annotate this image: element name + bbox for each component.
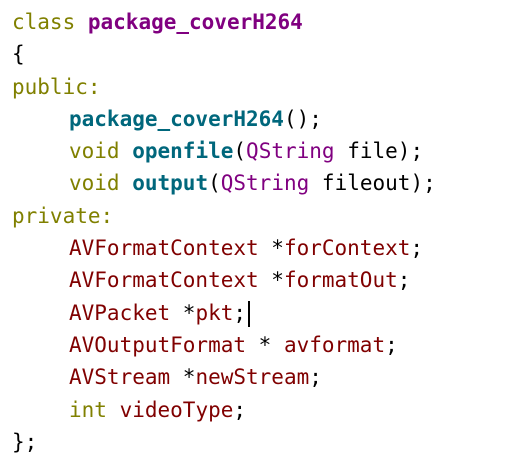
method-name-output: output xyxy=(132,171,209,196)
semicolon: ; xyxy=(233,397,247,422)
code-line-member-forContext: AVFormatContext *forContext; xyxy=(12,232,522,264)
member-name: formatOut xyxy=(283,268,398,293)
code-line-close-brace: }; xyxy=(12,426,522,458)
semicolon: ; xyxy=(385,332,398,357)
return-type: void xyxy=(69,139,120,164)
member-type: AVFormatContext xyxy=(69,236,259,261)
semicolon: ; xyxy=(233,300,247,325)
pointer-star: * xyxy=(258,236,284,261)
constructor-name: package_coverH264 xyxy=(69,106,284,131)
keyword-class: class xyxy=(12,10,76,34)
code-line-open-brace: { xyxy=(12,38,522,70)
code-line-openfile: void openfile(QString file); xyxy=(12,135,522,167)
pointer-star: * xyxy=(258,268,284,293)
code-line-private: private: xyxy=(12,200,522,232)
constructor-parens: (); xyxy=(283,106,322,131)
pointer-star: * xyxy=(170,365,196,390)
access-specifier-private: private: xyxy=(12,203,114,228)
pointer-star: * xyxy=(170,300,196,325)
member-type: AVStream xyxy=(69,365,171,390)
class-name: package_coverH264 xyxy=(87,10,303,34)
param-name: fileout xyxy=(321,171,411,196)
semicolon: ; xyxy=(309,365,322,390)
member-name: videoType xyxy=(119,397,234,422)
member-type: AVFormatContext xyxy=(69,268,259,293)
paren-open: ( xyxy=(233,139,247,164)
member-name: avformat xyxy=(283,332,386,357)
member-name: newStream xyxy=(195,365,310,390)
member-name: forContext xyxy=(283,236,411,261)
paren-close: ); xyxy=(397,139,424,164)
paren-open: ( xyxy=(208,171,221,196)
member-type: int xyxy=(69,397,107,422)
method-name-openfile: openfile xyxy=(132,139,234,164)
code-line-member-pkt: AVPacket *pkt; xyxy=(12,297,522,329)
code-line-public: public: xyxy=(12,71,522,103)
close-brace: }; xyxy=(12,429,38,454)
member-type: AVOutputFormat xyxy=(69,332,247,357)
param-type: QString xyxy=(220,171,310,196)
semicolon: ; xyxy=(410,236,424,261)
open-brace: { xyxy=(12,42,25,67)
code-line-constructor: package_coverH264(); xyxy=(12,103,522,135)
return-type: void xyxy=(69,171,120,196)
code-line-output: void output(QString fileout); xyxy=(12,167,522,199)
member-type: AVPacket xyxy=(69,300,171,325)
paren-close: ); xyxy=(410,171,436,196)
member-name: pkt xyxy=(195,300,234,325)
code-line-member-newStream: AVStream *newStream; xyxy=(12,361,522,393)
param-name: file xyxy=(347,139,398,164)
code-line-member-avformat: AVOutputFormat * avformat; xyxy=(12,329,522,361)
access-specifier-public: public: xyxy=(12,74,101,99)
code-line-member-videoType: int videoType; xyxy=(12,394,522,426)
pointer-star: * xyxy=(246,332,284,357)
param-type: QString xyxy=(246,139,335,164)
text-cursor xyxy=(248,300,251,327)
code-line-class-declaration: class package_coverH264 xyxy=(12,6,522,38)
semicolon: ; xyxy=(397,268,411,293)
code-line-member-formatOut: AVFormatContext *formatOut; xyxy=(12,264,522,296)
